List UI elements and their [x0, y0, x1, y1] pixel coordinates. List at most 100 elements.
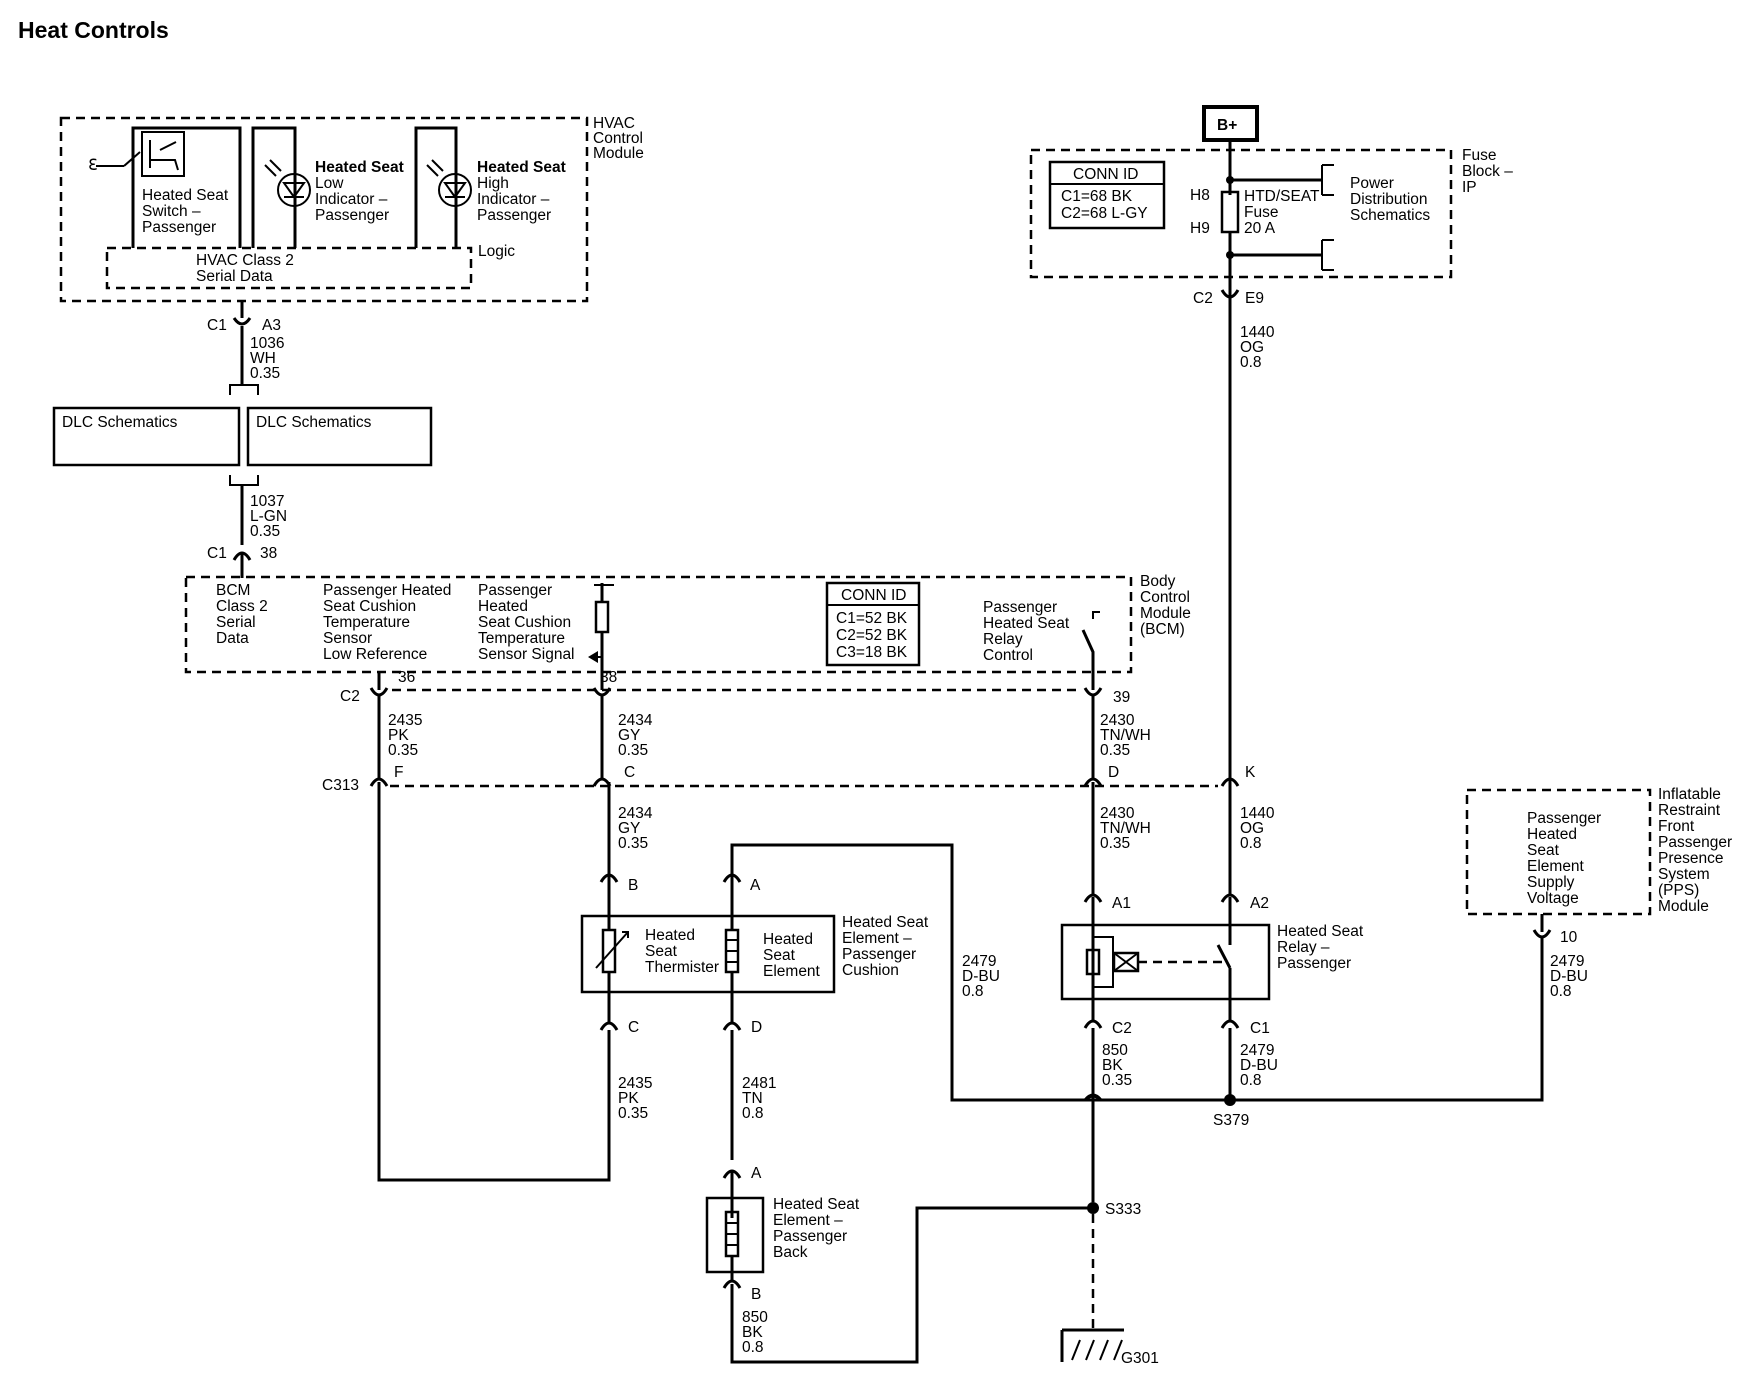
svg-text:E9: E9 [1245, 290, 1264, 307]
svg-text:B: B [628, 877, 638, 894]
svg-text:ℇ: ℇ [88, 157, 98, 174]
heated-seat-element-back: Heated Seat Element – Passenger Back [705, 1196, 864, 1274]
arrow-left-icon [588, 651, 598, 663]
connector-c2-e9: C2 E9 [1193, 289, 1264, 307]
svg-text:Heated Seat Relay –: Heated Seat Relay – Passenger [1277, 923, 1368, 972]
wire-2479-cushion [730, 843, 1230, 1102]
heated-seat-element-cushion: Heated Seat Element – Passenger Cushion … [580, 914, 933, 994]
svg-text:F: F [394, 764, 403, 781]
svg-text:Heated Seat Low: Heated Seat Low Indicator – Passenger [315, 159, 408, 224]
svg-text:H8: H8 [1190, 187, 1210, 204]
svg-text:Heated Seat Elemen: Heated Seat Element [763, 931, 821, 980]
svg-text:Body Control Modul: Body Control Module (BCM) [1140, 573, 1195, 638]
wire-2479-cushion-label: 2479 D-BU 0.8 [962, 953, 1004, 1000]
svg-text:Passenger Heated S: Passenger Heated Seat Cushion Temperatur… [478, 582, 575, 663]
relay-connectors-top: A1 A2 [1083, 893, 1269, 912]
wire-1440-upper-label: 1440 OG 0.8 [1240, 324, 1279, 371]
wire-2430-upper-label: 2430 TN/WH 0.35 [1100, 712, 1155, 759]
connector-c313: C313 F C D K [322, 764, 1256, 794]
svg-text:10: 10 [1560, 929, 1578, 946]
svg-text:K: K [1245, 764, 1256, 781]
svg-text:HTD/SEAT Fuse 20 A: HTD/SEAT Fuse 20 A [1244, 188, 1324, 237]
wire-2430-lower-label: 2430 TN/WH 0.35 [1100, 805, 1155, 852]
svg-text:C313: C313 [322, 777, 359, 794]
wire-2434-upper-label: 2434 GY 0.35 [618, 712, 657, 759]
wire-1440-lower-label: 1440 OG 0.8 [1240, 805, 1279, 852]
svg-text:C: C [628, 1019, 639, 1036]
wire-2435-upper-label: 2435 PK 0.35 [388, 712, 427, 759]
wire-1037-label: 1037 L-GN 0.35 [250, 493, 291, 540]
pps-module: Inflatable Restraint Front Passenger Pre… [1465, 786, 1736, 946]
svg-text:B+: B+ [1217, 117, 1237, 134]
svg-text:38: 38 [260, 545, 277, 562]
svg-text:C1: C1 [1250, 1020, 1270, 1037]
wire-2479-pps [1230, 938, 1544, 1102]
wire-2434-lower-label: 2434 GY 0.35 [618, 805, 657, 852]
svg-text:S333: S333 [1105, 1201, 1141, 1218]
ground-g301-icon: G301 [1060, 1328, 1159, 1367]
svg-text:A2: A2 [1250, 895, 1269, 912]
dlc-schematics: DLC Schematics DLC Schematics [52, 384, 433, 486]
page-title: Heat Controls [18, 17, 169, 43]
indicator-lamp-icon [277, 173, 311, 207]
wire-2481-label: 2481 TN 0.8 [742, 1075, 781, 1122]
wire-2435-lower-label: 2435 PK 0.35 [618, 1075, 657, 1122]
body-control-module: Body Control Module (BCM) BCM Class 2 Se… [184, 573, 1195, 690]
svg-text:C: C [624, 764, 635, 781]
svg-text:C1=52 BK: C1=52 BK [836, 610, 908, 627]
svg-text:CONN ID: CONN ID [1073, 166, 1138, 183]
connector-c1-a3: C1 A3 [207, 300, 281, 334]
seat-icon [141, 131, 185, 177]
svg-text:Passenger Heated Seat Cu: Passenger Heated Seat Cushion Temperatur… [323, 582, 456, 663]
hvac-control-module: HVAC Control Module HVAC Class 2 Serial … [59, 115, 647, 303]
indicator-lamp-icon [438, 173, 472, 207]
svg-text:CONN ID: CONN ID [841, 587, 906, 604]
wire-1036-label: 1036 WH 0.35 [250, 335, 289, 382]
svg-text:Passenger Heated Seat: Passenger Heated Seat Relay Control [983, 599, 1074, 664]
svg-text:Inflatable Restraint: Inflatable Restraint Front Passenger Pre… [1658, 786, 1736, 915]
heated-seat-switch: ℇ Heated Seat Switch – Passenger [88, 126, 242, 248]
fuse-block-ip: Fuse Block – IP CONN ID C1=68 BK C2=68 L… [1029, 147, 1517, 302]
wire-850-back [730, 1206, 1093, 1364]
svg-text:C1=68 BK: C1=68 BK [1061, 188, 1133, 205]
svg-text:Passenger Heated S: Passenger Heated Seat Element Supply Vol… [1527, 810, 1605, 907]
svg-text:C2: C2 [1193, 290, 1213, 307]
relay-coil-icon [1085, 948, 1101, 976]
svg-text:Heated Seat Element –: Heated Seat Element – Passenger Cushion [842, 914, 933, 979]
svg-text:A: A [750, 877, 761, 894]
svg-text:DLC Schematics: DLC Schematics [256, 414, 372, 431]
svg-text:A: A [751, 1165, 762, 1182]
heated-seat-relay: Heated Seat Relay – Passenger [1060, 897, 1368, 1022]
wire-850-relay-label: 850 BK 0.35 [1102, 1042, 1132, 1089]
svg-text:HVAC Control Modul: HVAC Control Module [593, 115, 647, 162]
connector-c1-38: C1 38 [207, 545, 277, 578]
battery-positive: B+ [1202, 105, 1259, 152]
svg-text:Fuse Block – IP: Fuse Block – IP [1462, 147, 1517, 196]
wire-2479-pps-label: 2479 D-BU 0.8 [1550, 953, 1592, 1000]
bcm-connector-c2: C2 36 38 39 [340, 669, 1130, 706]
svg-text:S379: S379 [1213, 1112, 1249, 1129]
thermister-icon [601, 928, 617, 974]
low-indicator: Heated Seat Low Indicator – Passenger [251, 126, 408, 248]
hvac-serial-data-label: HVAC Class 2 Serial Data [196, 252, 298, 285]
svg-text:DLC Schematics: DLC Schematics [62, 414, 178, 431]
wire-2479-relay-label: 2479 D-BU 0.8 [1240, 1042, 1282, 1089]
svg-text:BCM Class 2 Serial: BCM Class 2 Serial Data [216, 582, 272, 647]
svg-text:A1: A1 [1112, 895, 1131, 912]
svg-text:D: D [751, 1019, 762, 1036]
high-indicator: Heated Seat High Indicator – Passenger [414, 126, 566, 248]
back-connector-a: A [722, 1165, 762, 1182]
hvac-logic-label: Logic [478, 243, 515, 260]
svg-text:A3: A3 [262, 317, 281, 334]
splice-s333: S333 [1087, 1201, 1141, 1218]
svg-text:Power Distribution: Power Distribution Schematics [1350, 175, 1432, 224]
svg-text:Heated Seat Element –: Heated Seat Element – Passenger Back [773, 1196, 864, 1261]
svg-text:38: 38 [600, 669, 617, 686]
svg-text:B: B [751, 1286, 761, 1303]
splice-s379: S379 [1213, 1094, 1249, 1129]
fuse-conn-id-table [1048, 160, 1166, 230]
svg-text:D: D [1108, 764, 1119, 781]
svg-text:36: 36 [398, 669, 415, 686]
svg-text:C2=68 L-GY: C2=68 L-GY [1061, 205, 1148, 222]
svg-text:Heated Seat Thermi: Heated Seat Thermister [645, 927, 719, 976]
